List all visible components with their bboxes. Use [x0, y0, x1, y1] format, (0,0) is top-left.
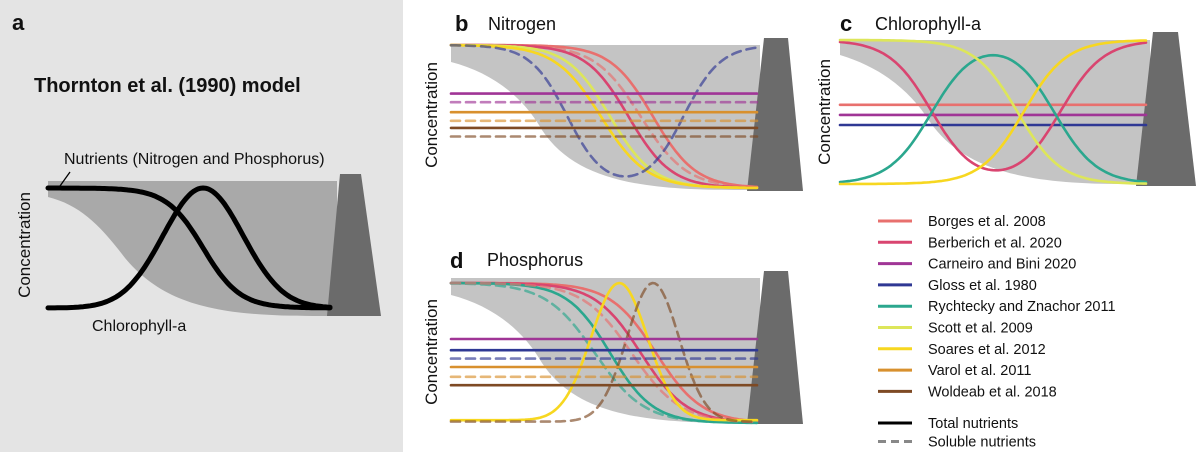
- panel-d-title: Phosphorus: [487, 250, 583, 270]
- panel-a-nutrients-label: Nutrients (Nitrogen and Phosphorus): [64, 151, 325, 168]
- legend-label-borges-et-al-2008: Borges et al. 2008: [928, 214, 1046, 230]
- panel-b-basin: [451, 45, 760, 190]
- panel-b: b Nitrogen Concentration: [422, 11, 803, 191]
- legend-label-scott-et-al-2009: Scott et al. 2009: [928, 321, 1033, 337]
- panel-d-series-woldeab-et-al-2018-dashed-line: [449, 281, 759, 423]
- panel-b-letter: b: [455, 11, 468, 36]
- panel-c-series-soares-et-al-2012-solid-line: [838, 39, 1148, 186]
- panel-a: a Thornton et al. (1990) model Nutrients…: [0, 0, 403, 452]
- panel-d-dam: [747, 271, 803, 424]
- panel-c: c Chlorophyll-a Concentration: [815, 11, 1196, 186]
- panel-a-dam: [327, 174, 381, 316]
- panel-b-ylabel: Concentration: [422, 62, 441, 168]
- panel-c-title: Chlorophyll-a: [875, 14, 982, 34]
- panel-a-letter: a: [12, 10, 25, 35]
- legend-label-berberich-et-al-2020: Berberich et al. 2020: [928, 235, 1062, 251]
- legend-label-total-nutrients: Total nutrients: [928, 416, 1018, 432]
- panel-b-title: Nitrogen: [488, 14, 556, 34]
- panel-a-annotation-leader: [59, 171, 71, 187]
- panel-d-ylabel: Concentration: [422, 299, 441, 405]
- panel-d: d Phosphorus Concentration: [422, 248, 803, 425]
- legend-label-gloss-et-al-1980: Gloss et al. 1980: [928, 278, 1037, 294]
- panel-d-series-borges-et-al-2008-dashed-line: [449, 281, 759, 424]
- panel-a-series-chlorophyll-a-solid-line: [45, 185, 333, 311]
- legend-label-woldeab-et-al-2018: Woldeab et al. 2018: [928, 384, 1057, 400]
- panel-d-series: [449, 281, 759, 425]
- panel-c-dam: [1136, 32, 1196, 186]
- legend-label-carneiro-and-bini-2020: Carneiro and Bini 2020: [928, 257, 1076, 273]
- panel-c-series-scott-et-al-2009-solid-line: [838, 38, 1148, 185]
- panel-c-basin: [840, 40, 1150, 184]
- panel-d-series-soares-et-al-2012-solid-line: [449, 281, 759, 422]
- panel-b-series: [449, 43, 759, 190]
- panel-c-series-berberich-et-al-2020-solid-line: [838, 40, 1148, 172]
- panel-c-ylabel: Concentration: [815, 59, 834, 165]
- panel-a-chlorophyll-label: Chlorophyll-a: [92, 318, 186, 335]
- legend-label-soluble-nutrients: Soluble nutrients: [928, 435, 1036, 451]
- panel-c-series: [838, 38, 1148, 186]
- legend-label-varol-et-al-2011: Varol et al. 2011: [928, 363, 1031, 379]
- panel-b-dam: [747, 38, 803, 191]
- panel-a-ylabel: Concentration: [15, 192, 34, 298]
- legend-label-rychtecky-and-znachor-2011: Rychtecky and Znachor 2011: [928, 299, 1116, 315]
- panel-a-basin: [48, 181, 337, 316]
- panel-a-series: [45, 185, 333, 311]
- panel-c-letter: c: [840, 11, 852, 36]
- legend-label-soares-et-al-2012: Soares et al. 2012: [928, 342, 1046, 358]
- panel-b-series-gloss-et-al-1980-dashed-line: [449, 44, 759, 178]
- panel-d-letter: d: [450, 248, 463, 273]
- panel-a-title: Thornton et al. (1990) model: [34, 75, 301, 97]
- panel-c-series-rychtecky-and-znachor-2011-solid-line: [838, 53, 1148, 184]
- panel-a-series-nutrients-nitrogen-and-phosphorus-solid-line: [45, 185, 333, 311]
